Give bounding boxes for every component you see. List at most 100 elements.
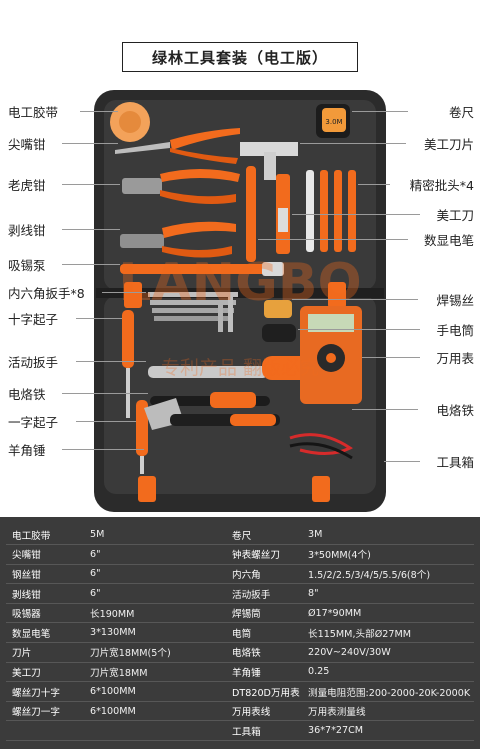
spec-key: 卷尺 [226,525,302,546]
spec-value: 6" [84,544,226,565]
leader-line [62,184,120,185]
spec-value: 3*130MM [84,622,226,644]
label-right-6: 手电筒 [436,323,474,338]
label-left-0: 电工胶带 [8,105,59,120]
spec-key: 活动扳手 [226,583,302,604]
watermark-text: LANGBO [118,253,361,313]
label-right-9: 工具箱 [436,455,474,470]
solder-sucker [120,264,268,274]
leader-line [102,292,146,293]
spec-key: 数显电笔 [6,622,84,644]
label-left-7: 活动扳手 [8,355,59,370]
leader-line [62,229,120,230]
combination-pliers [160,169,240,182]
adjustable-wrench [148,366,268,378]
spec-key: 焊锡筒 [226,603,302,624]
leader-line [62,393,148,394]
phillips-screwdriver [122,310,134,368]
spec-key: 刀片 [6,642,84,663]
spec-key [6,720,84,742]
spec-value: Ø17*90MM [302,603,474,624]
label-left-8: 电烙铁 [8,387,46,402]
leader-line [352,111,408,112]
leader-line [362,357,420,358]
label-left-6: 十字起子 [8,312,59,327]
leader-line [300,143,406,144]
spec-value: 36*7*27CM [302,720,474,742]
tape-label: 3.0M [325,118,342,126]
spec-key: 电工胶带 [6,525,84,546]
leader-line [384,461,420,462]
spec-value: 刀片宽18MM(5个) [84,642,226,663]
spec-value: 长115MM,头部Ø27MM [302,622,474,644]
leader-line [298,329,420,330]
spec-key: 万用表线 [226,701,302,722]
spec-value: 8" [302,583,474,604]
spec-key: 尖嘴钳 [6,544,84,565]
spec-key: DT820D万用表 [226,681,302,702]
precision-screwdrivers [306,170,314,252]
spec-key: 螺丝刀十字 [6,681,84,702]
leader-line [62,143,118,144]
label-right-4: 数显电笔 [423,233,474,248]
voltage-pen [246,166,256,262]
leader-line [292,214,420,215]
spec-value: 测量电阻范围:200-2000-20K-2000K [302,681,474,702]
label-left-4: 吸锡泵 [8,258,46,273]
leader-line [292,299,418,300]
toolkit-photo: 3.0M [94,90,386,512]
spec-value: 刀片宽18MM [84,662,226,683]
label-right-0: 卷尺 [448,105,474,120]
wire-strippers [162,221,236,238]
label-left-9: 一字起子 [8,415,59,430]
leader-line [258,239,408,240]
watermark-cn: 专利产品 翻版必究 [161,357,319,379]
label-right-8: 电烙铁 [436,403,474,418]
hex-key-set [148,292,238,332]
spec-key: 电筒 [226,622,302,644]
label-left-3: 剥线钳 [8,223,46,238]
spec-value [84,720,226,742]
spec-value: 220V~240V/30W [302,642,474,663]
label-right-5: 焊锡丝 [436,293,474,308]
label-right-3: 美工刀 [436,208,474,223]
page-title: 绿林工具套装（电工版） [122,42,358,72]
spec-value: 长190MM [84,603,226,624]
label-left-10: 羊角锤 [8,443,46,458]
leader-line [76,318,122,319]
spec-key: 工具箱 [226,720,302,742]
spec-key: 剥线钳 [6,583,84,604]
label-right-2: 精密批头*4 [409,178,474,193]
leader-line [76,361,146,362]
label-right-7: 万用表 [436,351,474,366]
spec-key: 电烙铁 [226,642,302,663]
spec-value: 3*50MM(4个) [302,544,474,565]
leader-line [76,421,136,422]
needle-nose-pliers [170,128,240,150]
label-left-5: 内六角扳手*8 [8,286,85,301]
spec-value: 6" [84,564,226,585]
label-left-2: 老虎钳 [8,178,46,193]
leader-line [80,111,118,112]
spec-value: 6*100MM [84,681,226,702]
spec-value: 5M [84,525,226,546]
spec-key: 钢丝钳 [6,564,84,585]
leader-line [62,449,144,450]
spec-key: 美工刀 [6,662,84,683]
spec-value: 6*100MM [84,701,226,722]
flat-screwdriver [136,400,148,456]
label-right-1: 美工刀片 [423,137,474,152]
spec-key: 内六角 [226,564,302,585]
spec-key: 螺丝刀一字 [6,701,84,722]
spec-value: 万用表测量线 [302,701,474,722]
spec-value: 1.5/2/2.5/3/4/5/5.5/6(8个) [302,564,474,585]
